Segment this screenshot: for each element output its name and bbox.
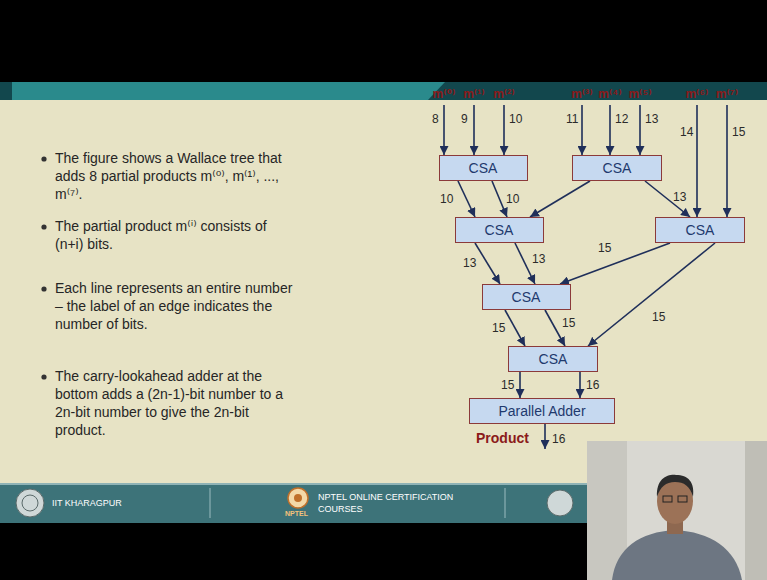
bit-count: 15 [501, 378, 514, 392]
presenter-glasses [678, 496, 687, 502]
footer-divider [505, 488, 506, 518]
bit-count: 13 [463, 256, 476, 270]
csa-box: CSA [455, 217, 544, 243]
input-name: m⁽⁵⁾ [618, 87, 662, 102]
output-name: Product [476, 430, 529, 448]
nptel-logo [288, 488, 308, 508]
number-line [530, 181, 590, 217]
presenter-glasses [663, 496, 672, 502]
institute-logo [22, 495, 38, 511]
video-wall [745, 441, 767, 580]
number-line [560, 243, 670, 284]
bullet-dot [41, 224, 46, 229]
bit-count: 15 [492, 321, 505, 335]
bit-count: 13 [673, 190, 686, 204]
csa-box: CSA [572, 155, 662, 181]
bullet-dot [41, 374, 46, 379]
title-band-accent [12, 82, 445, 100]
output-arrow [544, 424, 546, 449]
input-name: m⁽⁰⁾ [422, 87, 466, 102]
bit-count: 15 [562, 316, 575, 330]
csa-box: CSA [482, 284, 571, 310]
bullet-dot [41, 286, 46, 291]
video-frame [587, 441, 767, 580]
box-label: CSA [512, 289, 541, 305]
input-name: m⁽⁴⁾ [588, 87, 632, 102]
input-arrow [696, 105, 698, 217]
bit-count: 11 [566, 112, 578, 127]
input-arrow [473, 105, 475, 155]
bit-count: 13 [532, 252, 545, 266]
bit-count: 10 [506, 192, 519, 206]
csa-box: CSA [508, 346, 598, 372]
number-line [475, 243, 500, 284]
number-line [505, 310, 525, 346]
slide-ground [0, 100, 767, 483]
title-band [0, 82, 767, 100]
bullet-text: The figure shows a Wallace tree that add… [55, 150, 297, 204]
input-arrow [609, 105, 611, 155]
input-name: m⁽²⁾ [482, 87, 526, 102]
number-line [492, 181, 507, 217]
number-line [645, 181, 690, 217]
bit-count: 12 [615, 112, 628, 127]
box-label: Parallel Adder [498, 403, 585, 419]
bit-count: 9 [461, 112, 468, 127]
input-arrow [726, 105, 728, 217]
institute-logo [16, 489, 44, 517]
adder-box: Parallel Adder [469, 398, 615, 424]
number-line [458, 181, 475, 217]
number-line [519, 372, 521, 398]
bit-count: 8 [432, 112, 439, 127]
nptel-logo [294, 494, 302, 502]
partner-logo [547, 490, 573, 516]
bit-count: 16 [586, 378, 599, 392]
bit-count: 10 [509, 112, 522, 127]
bit-count: 10 [440, 192, 453, 206]
bullet-text: Each line represents an entire number – … [55, 280, 297, 334]
box-label: CSA [469, 160, 498, 176]
bit-count: 13 [645, 112, 658, 127]
box-label: CSA [603, 160, 632, 176]
input-name: m⁽⁶⁾ [675, 87, 719, 102]
logo-text: NPTEL [285, 510, 308, 519]
footer-text: NPTEL ONLINE CERTIFICATION COURSES [318, 492, 458, 515]
bit-count: 14 [680, 125, 693, 140]
input-arrow [639, 105, 641, 155]
bullet-text: The carry-lookahead adder at the bottom … [55, 368, 297, 440]
input-name: m⁽¹⁾ [452, 87, 496, 102]
csa-box: CSA [439, 155, 528, 181]
input-arrow [581, 105, 583, 155]
box-label: CSA [485, 222, 514, 238]
number-line [579, 372, 581, 398]
bit-count: 16 [552, 432, 565, 447]
top-bar [0, 0, 767, 82]
input-arrow [503, 105, 505, 155]
footer-divider [210, 488, 211, 518]
bit-count: 15 [652, 310, 665, 324]
bullet-dot [41, 156, 46, 161]
footer-text: IIT KHARAGPUR [52, 498, 122, 510]
box-label: CSA [686, 222, 715, 238]
number-line [588, 243, 715, 346]
input-name: m⁽⁷⁾ [705, 87, 749, 102]
bullet-text: The partial product m⁽ⁱ⁾ consists of (n+… [55, 218, 297, 254]
csa-box: CSA [655, 217, 745, 243]
input-name: m⁽³⁾ [560, 87, 604, 102]
bit-count: 15 [598, 241, 611, 255]
presenter-hair [657, 475, 693, 497]
presenter-body [612, 530, 742, 580]
bit-count: 15 [732, 125, 745, 140]
box-label: CSA [539, 351, 568, 367]
input-arrow [443, 105, 445, 155]
